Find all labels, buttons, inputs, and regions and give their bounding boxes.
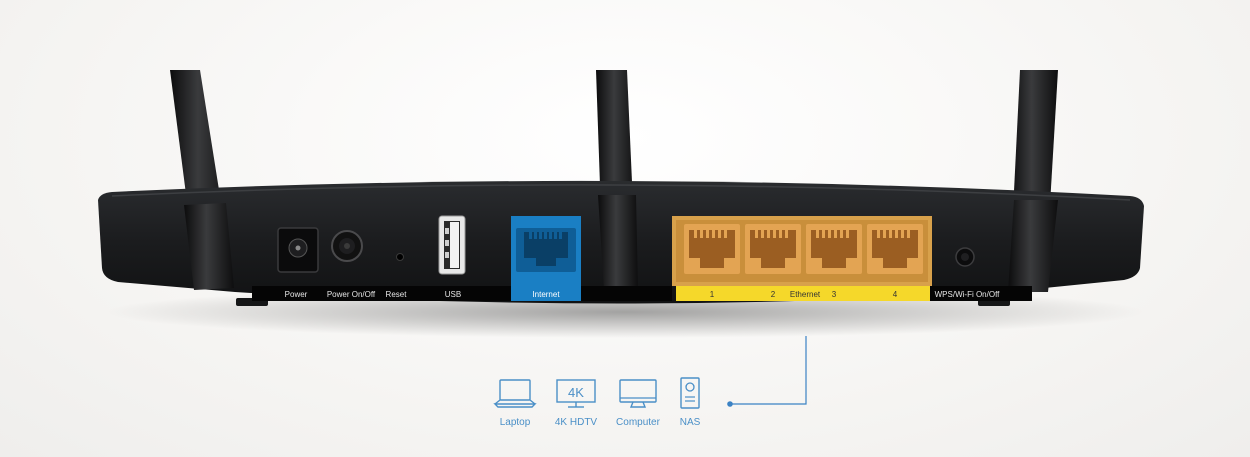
power-jack (277, 227, 319, 273)
connector-line (731, 336, 807, 405)
lan-port-3 (806, 224, 862, 274)
wps-label-strip (930, 286, 1032, 301)
lan-port-4 (867, 224, 923, 274)
label-reset: Reset (386, 290, 408, 299)
label-usb: USB (445, 290, 461, 299)
internet-port-group (511, 216, 581, 301)
label-ethernet: Ethernet (790, 290, 821, 299)
label-lan-2: 2 (771, 290, 776, 299)
lan-port-2 (745, 224, 801, 274)
power-button (331, 230, 363, 262)
label-power-switch: Power On/Off (327, 290, 376, 299)
label-lan-4: 4 (893, 290, 898, 299)
lan-port-1 (684, 224, 740, 274)
antenna-left-base (184, 203, 234, 290)
label-power: Power (285, 290, 308, 299)
usb-port (438, 215, 466, 275)
label-lan-3: 3 (832, 290, 837, 299)
label-lan-1: 1 (710, 290, 715, 299)
connector-dot (727, 401, 733, 407)
label-strip (252, 286, 672, 301)
label-wps: WPS/Wi-Fi On/Off (935, 290, 1001, 299)
lan-ports (684, 224, 923, 274)
wps-button (955, 247, 975, 267)
antenna-right-base (1008, 200, 1058, 292)
reset-hole (396, 253, 404, 261)
antenna-center-base (598, 195, 638, 290)
label-internet: Internet (532, 290, 560, 299)
